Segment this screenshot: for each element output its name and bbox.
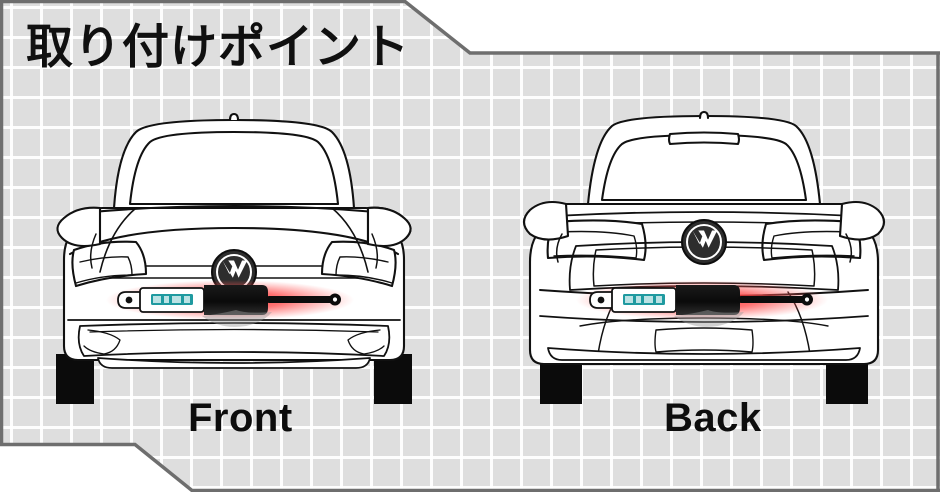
vehicle-front-view [34,104,434,404]
vehicle-back-view [504,104,904,404]
tires-rear [540,354,868,404]
vehicle-rear-illustration [522,110,886,404]
tires-front [56,354,412,404]
caption-front: Front [188,396,293,440]
gas-strut-accessory-rear [576,280,828,327]
vw-logo-icon [681,219,727,265]
vehicle-front-illustration [56,112,412,404]
car-body-front [56,112,412,369]
caption-back: Back [664,396,762,440]
page-title: 取り付けポイント [26,20,410,73]
gas-strut-accessory-front [106,280,354,327]
